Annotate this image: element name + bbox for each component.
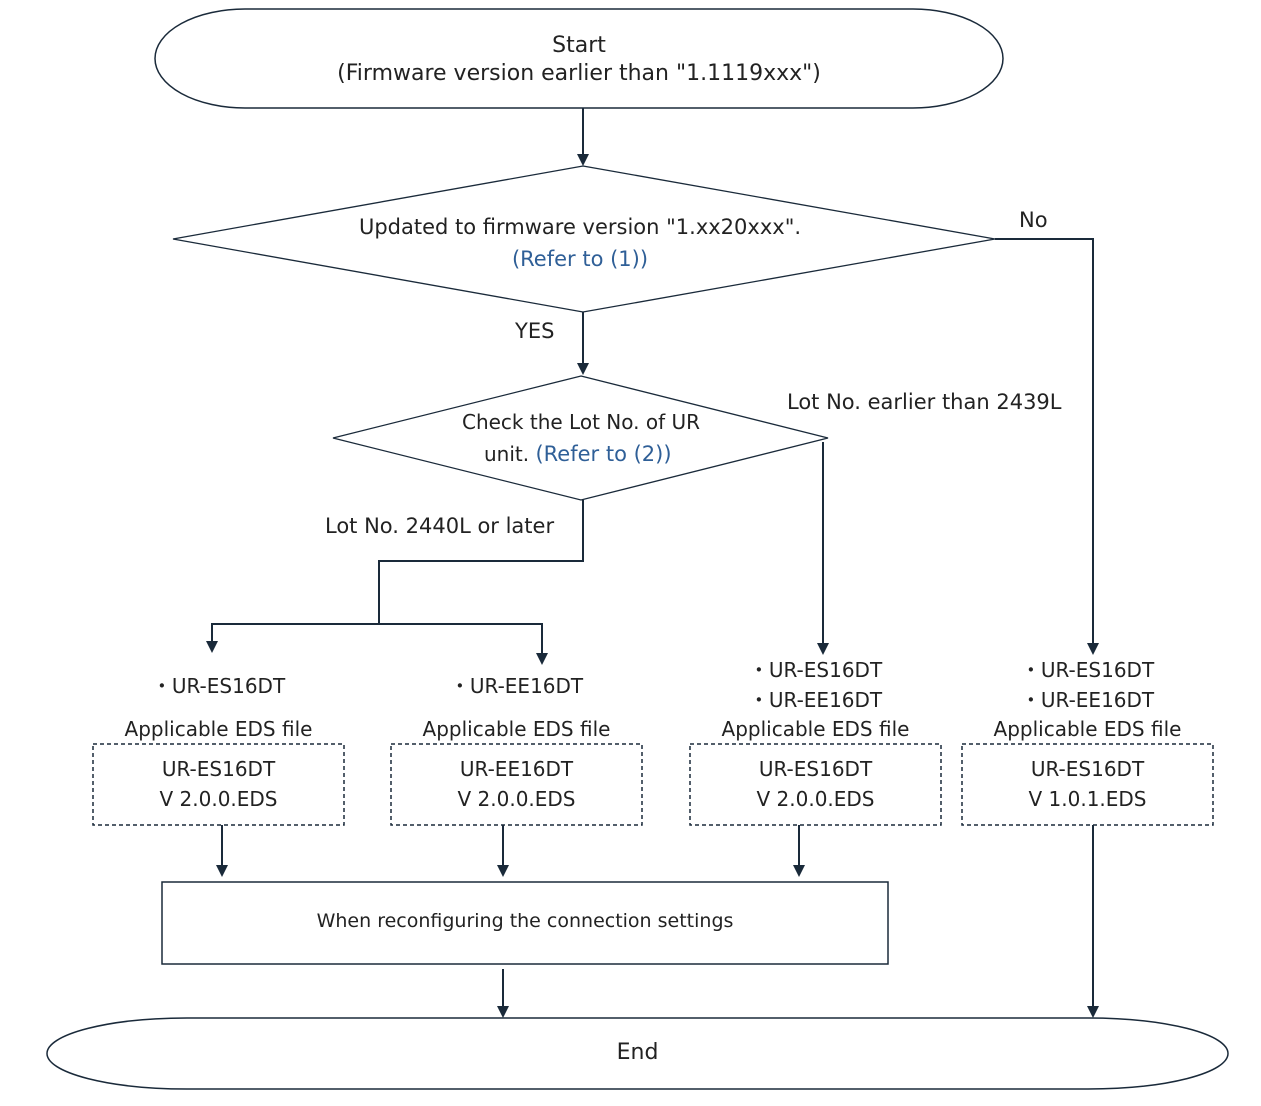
eds-file-3-version: V 2.0.0.EDS bbox=[756, 787, 875, 811]
decision1-refer-link[interactable]: (Refer to (1)) bbox=[511, 247, 649, 271]
arrow-lot-later-left bbox=[206, 623, 379, 653]
model-col3a: ・UR-ES16DT bbox=[748, 658, 883, 682]
end-terminator bbox=[46, 1017, 1229, 1090]
start-terminator bbox=[154, 8, 1004, 109]
eds-label-1: Applicable EDS file bbox=[124, 717, 313, 741]
model-col1: ・UR-ES16DT bbox=[151, 674, 286, 698]
eds-file-1: UR-ES16DT V 2.0.0.EDS bbox=[93, 754, 344, 814]
lot-earlier-label: Lot No. earlier than 2439L bbox=[787, 390, 1062, 414]
model-col4a: ・UR-ES16DT bbox=[1020, 658, 1155, 682]
eds-file-4: UR-ES16DT V 1.0.1.EDS bbox=[962, 754, 1213, 814]
model-col4b: ・UR-EE16DT bbox=[1020, 688, 1155, 712]
eds-file-2-name: UR-EE16DT bbox=[459, 757, 574, 781]
decision2-text-line1: Check the Lot No. of UR bbox=[461, 410, 701, 434]
eds-file-1-name: UR-ES16DT bbox=[161, 757, 276, 781]
eds-label-4: Applicable EDS file bbox=[993, 717, 1182, 741]
eds-label-2: Applicable EDS file bbox=[422, 717, 611, 741]
decision-lot-diamond bbox=[332, 375, 829, 501]
eds-file-2: UR-EE16DT V 2.0.0.EDS bbox=[391, 754, 642, 814]
eds-label-3: Applicable EDS file bbox=[721, 717, 910, 741]
eds-file-3-name: UR-ES16DT bbox=[758, 757, 873, 781]
reconfig-process-box bbox=[161, 881, 889, 965]
lot-later-label: Lot No. 2440L or later bbox=[325, 514, 555, 538]
start-subtitle: (Firmware version earlier than "1.1119xx… bbox=[337, 61, 821, 86]
decision1-text: Updated to firmware version "1.xx20xxx". bbox=[358, 215, 802, 239]
model-col3b: ・UR-EE16DT bbox=[748, 688, 883, 712]
arrow-no bbox=[995, 238, 1099, 655]
eds-box-1 bbox=[92, 743, 345, 826]
decision2-unit-text: unit. bbox=[484, 442, 530, 466]
arrow-lot-later-right bbox=[379, 623, 548, 665]
eds-box-3 bbox=[689, 743, 942, 826]
model-col2: ・UR-EE16DT bbox=[449, 674, 584, 698]
yes-label: YES bbox=[515, 319, 555, 343]
start-title: Start bbox=[552, 33, 606, 58]
end-title: End bbox=[616, 1040, 659, 1065]
decision2-text-line2: unit. (Refer to (2)) bbox=[484, 444, 672, 465]
eds-file-1-version: V 2.0.0.EDS bbox=[159, 787, 278, 811]
eds-file-4-name: UR-ES16DT bbox=[1030, 757, 1145, 781]
eds-file-3: UR-ES16DT V 2.0.0.EDS bbox=[690, 754, 941, 814]
decision2-refer-link[interactable]: (Refer to (2)) bbox=[535, 442, 672, 466]
eds-file-4-version: V 1.0.1.EDS bbox=[1028, 787, 1147, 811]
eds-file-2-version: V 2.0.0.EDS bbox=[457, 787, 576, 811]
eds-box-2 bbox=[390, 743, 643, 826]
decision-firmware-diamond bbox=[172, 165, 996, 313]
reconfig-text: When reconfiguring the connection settin… bbox=[316, 910, 734, 932]
line-lot-later bbox=[378, 500, 584, 624]
eds-box-4 bbox=[961, 743, 1214, 826]
no-label: No bbox=[1019, 208, 1048, 232]
